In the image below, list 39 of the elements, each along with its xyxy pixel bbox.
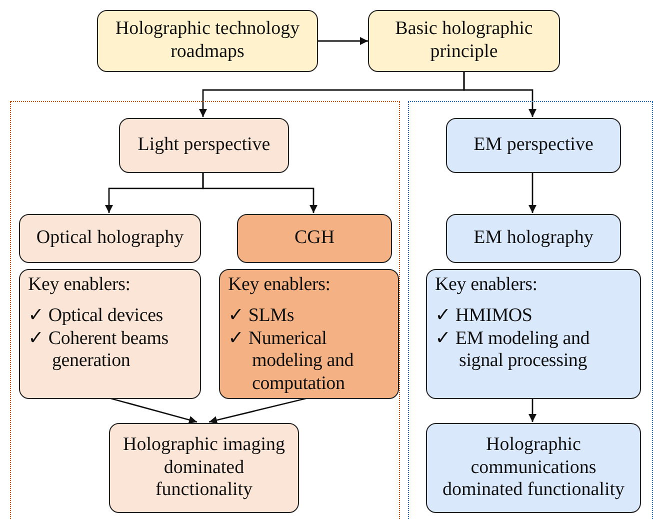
dashed-region bbox=[408, 101, 653, 519]
box-label: Holographic communications dominated functionality bbox=[441, 434, 626, 502]
box-label: EM holography bbox=[474, 227, 594, 250]
list-item: ✓ Optical devices bbox=[28, 304, 164, 328]
box-label: CGH bbox=[294, 227, 335, 250]
process-box bbox=[446, 118, 621, 173]
arrow bbox=[208, 397, 308, 424]
list-item: ✓ Coherent beams generation bbox=[28, 328, 170, 374]
arrow bbox=[108, 397, 198, 424]
box-label: Holographic technology roadmaps bbox=[114, 18, 301, 64]
box-label: EM perspective bbox=[474, 134, 594, 157]
arrow bbox=[528, 398, 536, 422]
enablers-box bbox=[426, 269, 641, 399]
box-label: Light perspective bbox=[138, 134, 270, 157]
arrow bbox=[202, 172, 318, 213]
process-box bbox=[97, 10, 318, 72]
arrow bbox=[528, 172, 536, 213]
list-item: ✓ HMIMOS bbox=[435, 304, 534, 328]
list-item: ✓ EM modeling and signal processing bbox=[435, 328, 591, 374]
process-box bbox=[446, 214, 621, 263]
list-item: ✓ SLMs bbox=[228, 304, 296, 328]
list-heading: Key enablers: bbox=[228, 274, 332, 297]
list-heading: Key enablers: bbox=[435, 274, 538, 297]
box-label: Optical holography bbox=[36, 227, 184, 250]
box-label: Holographic imaging dominated functionality bbox=[122, 434, 286, 502]
list-heading: Key enablers: bbox=[28, 274, 132, 297]
process-box bbox=[109, 423, 299, 513]
process-box bbox=[426, 423, 641, 513]
arrow bbox=[318, 37, 368, 45]
dashed-region bbox=[10, 101, 400, 519]
list-item: ✓ Numerical modeling and computation bbox=[228, 328, 355, 396]
process-box bbox=[119, 118, 289, 173]
enablers-box bbox=[19, 269, 201, 399]
arrow bbox=[463, 72, 536, 117]
process-box bbox=[237, 214, 392, 263]
process-box bbox=[19, 214, 201, 263]
enablers-box bbox=[219, 269, 399, 399]
box-label: Basic holographic principle bbox=[394, 18, 534, 64]
process-box bbox=[368, 10, 560, 72]
